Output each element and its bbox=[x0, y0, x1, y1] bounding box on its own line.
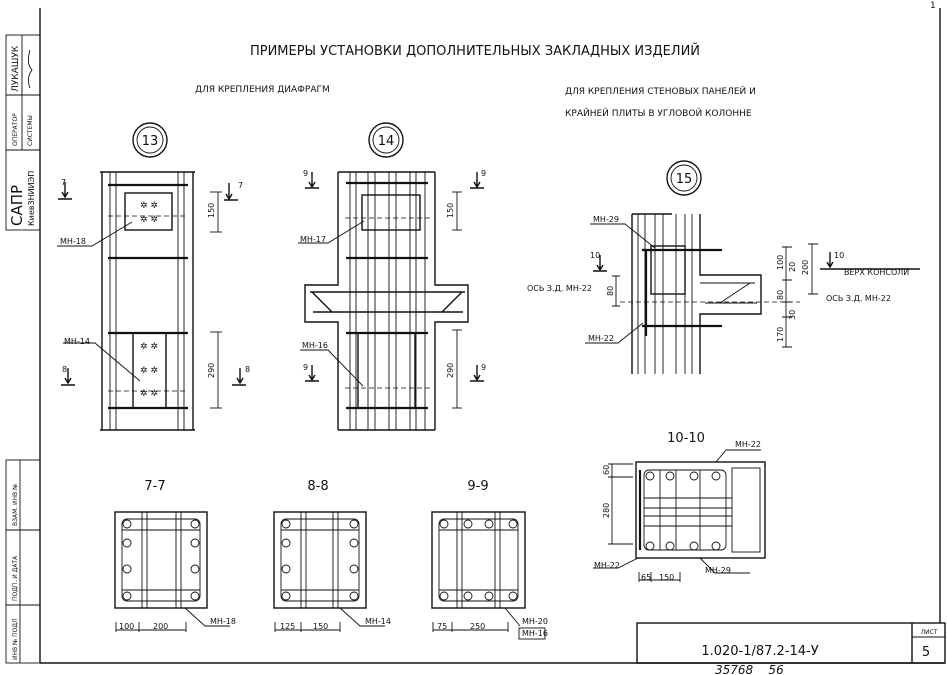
node-14: 14 150 290 9 9 9 9 МН-17 МН-16 bbox=[298, 122, 486, 431]
dim-75: 75 bbox=[437, 622, 447, 631]
section-9-9-mark: МН-20 bbox=[522, 617, 548, 626]
n15-dim-170: 170 bbox=[776, 327, 785, 342]
dim-250: 250 bbox=[470, 622, 485, 631]
n13-dim-bottom: 290 bbox=[207, 363, 216, 378]
stamp-org: КиевЗНИИЭП bbox=[27, 171, 36, 226]
dim-150b: 150 bbox=[659, 573, 674, 582]
subtitle-walls-1: ДЛЯ КРЕПЛЕНИЯ СТЕНОВЫХ ПАНЕЛЕЙ И bbox=[565, 85, 756, 97]
console-top-label: ВЕРХ КОНСОЛИ bbox=[844, 268, 909, 277]
svg-text:✲ ✲: ✲ ✲ bbox=[140, 366, 158, 376]
stamp-system: СИСТЕМЫ bbox=[27, 115, 34, 146]
svg-text:✲ ✲: ✲ ✲ bbox=[140, 215, 158, 225]
n15-dim-80b: 80 bbox=[776, 290, 785, 300]
sec-8-right: 8 bbox=[245, 365, 250, 374]
footer-number: 35768 56 bbox=[715, 663, 784, 675]
sec-7-left: 7 bbox=[61, 178, 66, 187]
section-7-7-mark: МН-18 bbox=[210, 617, 236, 626]
node-15-label: 15 bbox=[676, 172, 693, 187]
mark-mn29: МН-29 bbox=[593, 215, 619, 224]
sec-9-c: 9 bbox=[303, 363, 308, 372]
section-8-8-title: 8-8 bbox=[307, 479, 328, 494]
node-14-label: 14 bbox=[378, 134, 395, 149]
side-stamp-bottom: ВЗАМ. ИНВ № ПОДП. И ДАТА ИНВ № ПОДЛ bbox=[5, 459, 41, 664]
sheet-title: ПРИМЕРЫ УСТАНОВКИ ДОПОЛНИТЕЛЬНЫХ ЗАКЛАДН… bbox=[250, 43, 700, 59]
sheet-label: ЛИСТ bbox=[921, 629, 938, 636]
subtitle-diaphragm: ДЛЯ КРЕПЛЕНИЯ ДИАФРАГМ bbox=[195, 85, 330, 95]
svg-text:✲ ✲: ✲ ✲ bbox=[140, 389, 158, 399]
section-10-10-title: 10-10 bbox=[667, 431, 705, 446]
sec-9-a: 9 bbox=[303, 169, 308, 178]
n14-dim-top: 150 bbox=[446, 203, 455, 218]
section-9-9: 9-9 75 250 МН-20 МН-16 bbox=[431, 479, 548, 640]
n13-dim-top: 150 bbox=[207, 203, 216, 218]
section-7-7-title: 7-7 bbox=[144, 479, 165, 494]
node-13-label: 13 bbox=[142, 134, 159, 149]
n15-dim-80: 80 bbox=[606, 286, 615, 296]
dim-65: 65 bbox=[641, 573, 651, 582]
mark-mn18: МН-18 bbox=[60, 237, 86, 246]
axis-mn22-left: ОСЬ З.Д. МН-22 bbox=[527, 284, 592, 293]
dim-200: 200 bbox=[153, 622, 168, 631]
section-7-7: 7-7 100 200 МН-18 bbox=[114, 479, 236, 632]
dim-125: 125 bbox=[280, 622, 295, 631]
n15-dim-30: 30 bbox=[788, 310, 797, 320]
sec-8-left: 8 bbox=[62, 365, 67, 374]
node-13: 13 ✲ ✲ ✲ ✲ ✲ ✲ ✲ ✲ ✲ ✲ 150 290 7 7 8 8 МН-1… bbox=[57, 122, 250, 431]
section-8-8-mark: МН-14 bbox=[365, 617, 391, 626]
side-stamp-top: ЛУКАШУК ОПЕРАТОР СИСТЕМЫ САПР КиевЗНИИЭП bbox=[5, 34, 41, 231]
sec-10-left: 10 bbox=[590, 251, 600, 260]
mark-mn22: МН-22 bbox=[588, 334, 614, 343]
corner-mark: 1 bbox=[930, 1, 936, 11]
section-10-10-mark-bottom: МН-29 bbox=[705, 566, 731, 575]
section-9-9-mark2: МН-16 bbox=[522, 629, 548, 638]
svg-text:✲ ✲: ✲ ✲ bbox=[140, 342, 158, 352]
dim-100: 100 bbox=[119, 622, 134, 631]
section-10-10-mark-top: МН-22 bbox=[735, 440, 761, 449]
n15-dim-20: 20 bbox=[788, 262, 797, 272]
sheet-number: 5 bbox=[922, 645, 930, 660]
mark-mn14: МН-14 bbox=[64, 337, 90, 346]
stamp-name: ЛУКАШУК bbox=[11, 45, 21, 92]
subtitle-walls-2: КРАЙНЕЙ ПЛИТЫ В УГЛОВОЙ КОЛОННЕ bbox=[565, 107, 752, 119]
sec-10-right: 10 bbox=[834, 251, 844, 260]
axis-mn22-right: ОСЬ З.Д. МН-22 bbox=[826, 294, 891, 303]
dim-60: 60 bbox=[602, 465, 611, 475]
n14-dim-bottom: 290 bbox=[446, 363, 455, 378]
dim-280: 280 bbox=[602, 503, 611, 518]
stamp-sapr: САПР bbox=[8, 185, 26, 226]
title-block: 1.020-1/87.2-14-У ЛИСТ 5 35768 56 bbox=[636, 622, 946, 675]
sec-9-b: 9 bbox=[481, 169, 486, 178]
n15-dim-200: 200 bbox=[801, 260, 810, 275]
dim-150: 150 bbox=[313, 622, 328, 631]
drawing-code: 1.020-1/87.2-14-У bbox=[701, 644, 818, 659]
stamp-operator: ОПЕРАТОР bbox=[12, 113, 19, 146]
section-10-10-mark-left: МН-22 bbox=[594, 561, 620, 570]
node-15: 15 100 20 200 80 30 170 80 10 10 ВЕРХ КО… bbox=[527, 160, 920, 374]
stamp-inv: ИНВ № ПОДЛ bbox=[12, 618, 19, 660]
section-8-8: 8-8 125 150 МН-14 bbox=[273, 479, 391, 632]
sec-7-right: 7 bbox=[238, 181, 243, 190]
sec-9-d: 9 bbox=[481, 363, 486, 372]
mark-mn16: МН-16 bbox=[302, 341, 328, 350]
section-9-9-title: 9-9 bbox=[467, 479, 488, 494]
section-10-10: 10-10 60 280 65 150 МН-22 МН-22 МН-29 bbox=[593, 431, 766, 582]
n15-dim-100: 100 bbox=[776, 255, 785, 270]
signature bbox=[27, 49, 33, 89]
stamp-vzam: ВЗАМ. ИНВ № bbox=[12, 484, 19, 526]
svg-text:✲ ✲: ✲ ✲ bbox=[140, 201, 158, 211]
stamp-podp: ПОДП. И ДАТА bbox=[12, 555, 19, 601]
mark-mn17: МН-17 bbox=[300, 235, 326, 244]
